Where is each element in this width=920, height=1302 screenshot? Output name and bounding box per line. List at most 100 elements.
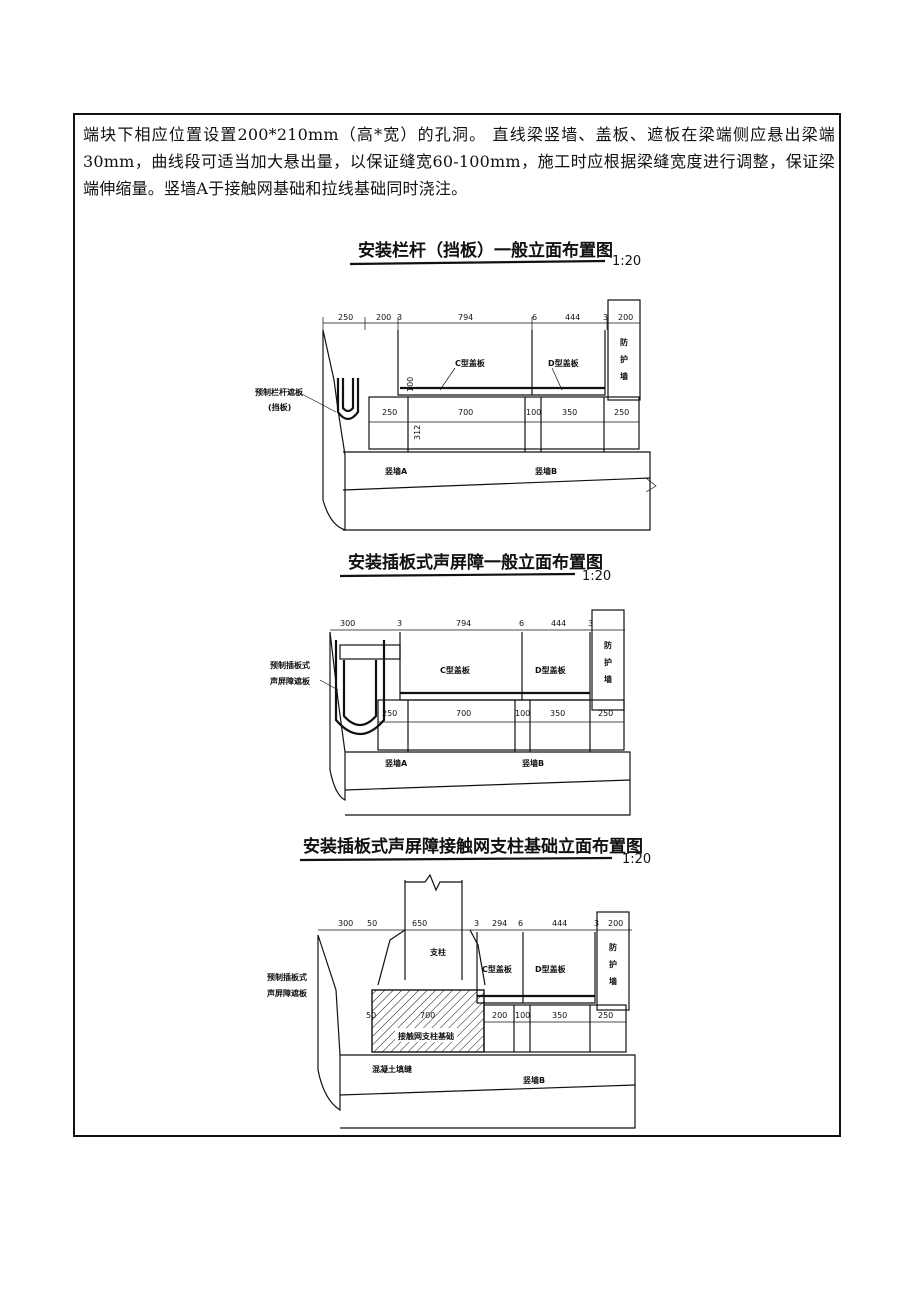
svg-text:声屏障遮板: 声屏障遮板: [269, 676, 311, 686]
wall-a-label: 竖墙A: [385, 466, 408, 476]
svg-text:墙: 墙: [620, 371, 628, 381]
svg-text:C型盖板: C型盖板: [482, 964, 513, 974]
svg-text:防: 防: [604, 640, 612, 650]
dim-text: 794: [458, 313, 473, 322]
title-underline: [299, 856, 613, 862]
figure3-title: 安装插板式声屏障接触网支柱基础立面布置图: [303, 836, 643, 857]
svg-text:墙: 墙: [604, 674, 612, 684]
svg-text:支柱: 支柱: [429, 947, 446, 957]
panel-outline: [329, 631, 346, 801]
svg-text:250: 250: [382, 408, 397, 417]
svg-text:(挡板): (挡板): [268, 402, 291, 412]
svg-text:250: 250: [382, 709, 397, 718]
u-bolt: [334, 640, 386, 735]
svg-text:竖墙B: 竖墙B: [522, 758, 544, 768]
svg-text:防: 防: [609, 942, 617, 952]
svg-text:650: 650: [412, 919, 427, 928]
beam-body: [345, 751, 631, 816]
figure1-scale: 1:20: [612, 254, 641, 269]
cover-c-label: C型盖板: [455, 358, 486, 368]
svg-text:350: 350: [562, 408, 577, 417]
figure-railing: 安装栏杆（挡板）一般立面布置图 1:20 250 200 3 794 6 444…: [255, 240, 657, 531]
svg-text:100: 100: [515, 709, 530, 718]
svg-text:100: 100: [526, 408, 541, 417]
foundation-label: 接触网支柱基础: [398, 1031, 454, 1041]
svg-text:300: 300: [340, 619, 355, 628]
svg-text:300: 300: [338, 919, 353, 928]
svg-text:3: 3: [474, 919, 479, 928]
figure3-scale: 1:20: [622, 852, 651, 867]
figure2-title: 安装插板式声屏障一般立面布置图: [348, 552, 603, 573]
middle-row: [368, 396, 640, 450]
title-underline: [339, 572, 576, 578]
panel-outline: [322, 329, 346, 531]
svg-text:700: 700: [420, 1011, 435, 1020]
panel-outline: [317, 934, 341, 1112]
svg-text:竖墙A: 竖墙A: [385, 758, 408, 768]
svg-text:墙: 墙: [609, 976, 617, 986]
svg-text:3: 3: [397, 619, 402, 628]
svg-text:350: 350: [550, 709, 565, 718]
content-frame: 端块下相应位置设置200*210mm（高*宽）的孔洞。 直线梁竖墙、盖板、遮板在…: [73, 113, 841, 1137]
guard-wall: [591, 609, 625, 711]
cover-plate-outline: [397, 330, 606, 396]
dim-text: 3: [603, 313, 608, 322]
svg-text:100: 100: [515, 1011, 530, 1020]
guard-wall-label: 防: [620, 337, 628, 347]
wall-b-label: 竖墙B: [535, 466, 557, 476]
svg-text:250: 250: [614, 408, 629, 417]
svg-text:护: 护: [620, 354, 628, 364]
figure-noise-barrier: 安装插板式声屏障一般立面布置图 1:20 300 3 794 6 444 3 防…: [269, 552, 631, 816]
dim-text: 200: [376, 313, 391, 322]
svg-text:700: 700: [456, 709, 471, 718]
beam-body: [343, 451, 651, 531]
beam-body: [340, 1054, 636, 1129]
figure2-scale: 1:20: [582, 569, 611, 584]
svg-text:200: 200: [492, 1011, 507, 1020]
svg-text:350: 350: [552, 1011, 567, 1020]
middle-row: [377, 699, 625, 751]
svg-text:444: 444: [552, 919, 567, 928]
svg-text:444: 444: [551, 619, 566, 628]
svg-text:6: 6: [519, 619, 524, 628]
svg-text:D型盖板: D型盖板: [535, 964, 567, 974]
svg-text:6: 6: [518, 919, 523, 928]
svg-text:D型盖板: D型盖板: [535, 665, 567, 675]
svg-text:竖墙B: 竖墙B: [523, 1075, 545, 1085]
svg-text:护: 护: [609, 959, 617, 969]
dim-text: 250: [338, 313, 353, 322]
dim-text: 200: [618, 313, 633, 322]
svg-text:700: 700: [458, 408, 473, 417]
u-bolt: [336, 378, 360, 421]
svg-text:3: 3: [588, 619, 593, 628]
dim-text: 3: [397, 313, 402, 322]
svg-text:312: 312: [413, 425, 422, 440]
cover-d-label: D型盖板: [548, 358, 580, 368]
title-underline: [349, 259, 606, 266]
figure1-title: 安装栏杆（挡板）一般立面布置图: [358, 240, 613, 261]
guard-wall: [596, 911, 630, 1011]
foundation-block: [371, 989, 485, 1053]
cover-plate-outline: [476, 932, 596, 1004]
guard-wall: [607, 299, 641, 401]
svg-text:护: 护: [604, 657, 612, 667]
panel-label: 预制栏杆遮板: [255, 387, 304, 397]
svg-text:250: 250: [598, 1011, 613, 1020]
panel-label: 预制插板式: [267, 972, 307, 982]
svg-text:100: 100: [406, 377, 415, 392]
concrete-label: 混凝土填缝: [372, 1064, 412, 1074]
dim-text: 444: [565, 313, 580, 322]
figure-catenary-foundation: 安装插板式声屏障接触网支柱基础立面布置图 1:20 支柱 300 50 650 …: [266, 836, 651, 1129]
body-paragraph: 端块下相应位置设置200*210mm（高*宽）的孔洞。 直线梁竖墙、盖板、遮板在…: [83, 125, 835, 198]
svg-text:794: 794: [456, 619, 471, 628]
svg-text:50: 50: [367, 919, 377, 928]
svg-text:声屏障遮板: 声屏障遮板: [266, 988, 308, 998]
dim-text: 6: [532, 313, 537, 322]
svg-text:294: 294: [492, 919, 507, 928]
middle-row: [483, 1004, 627, 1053]
svg-text:200: 200: [608, 919, 623, 928]
svg-text:C型盖板: C型盖板: [440, 665, 471, 675]
svg-text:50: 50: [366, 1011, 376, 1020]
svg-text:250: 250: [598, 709, 613, 718]
